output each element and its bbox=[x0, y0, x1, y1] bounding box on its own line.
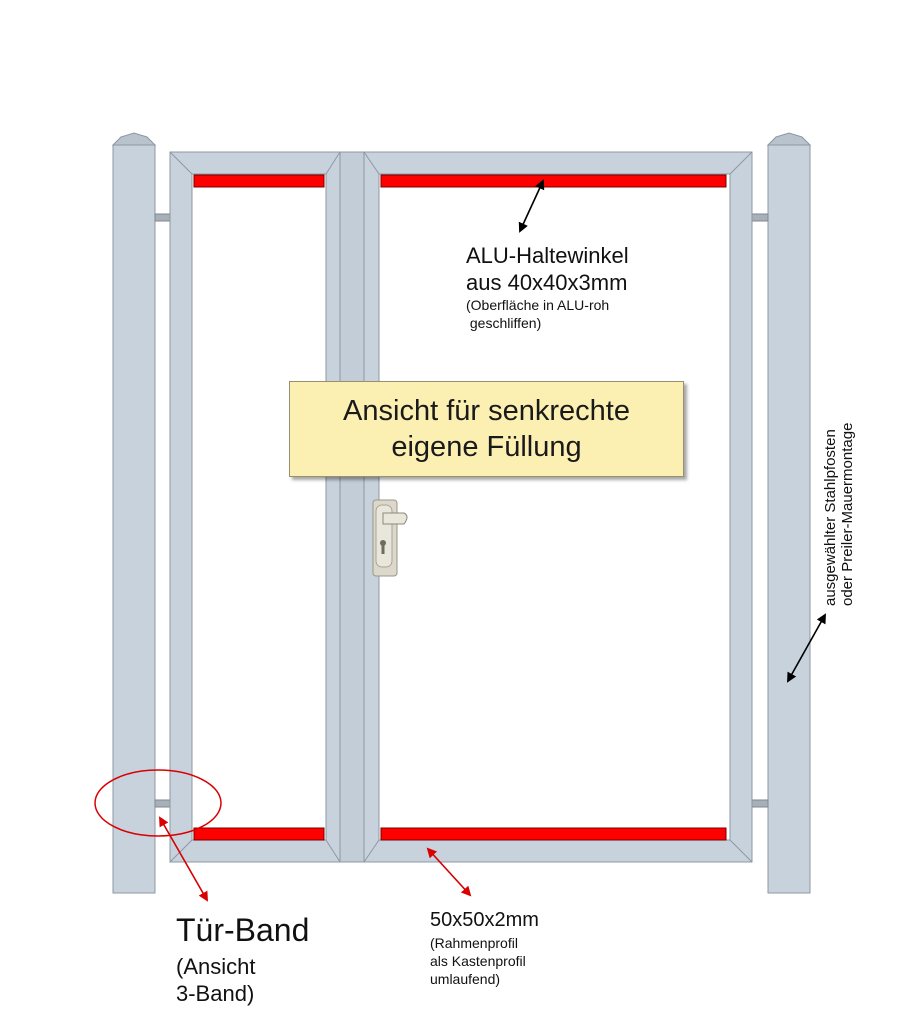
holder-label-3: (Oberfläche in ALU-roh bbox=[466, 297, 610, 313]
title-box: Ansicht für senkrechte eigene Füllung bbox=[289, 381, 684, 477]
post-label-1: ausgewählter Stahlpfosten bbox=[822, 429, 839, 606]
holder-label-1: ALU-Haltewinkel bbox=[466, 243, 629, 268]
right-leaf-frame bbox=[363, 151, 753, 863]
left-post bbox=[111, 132, 157, 894]
title-line-2: eigene Füllung bbox=[391, 431, 582, 463]
holder-arrow bbox=[518, 179, 545, 233]
hinge-label-1: Tür-Band bbox=[176, 912, 310, 948]
post-label-2: oder Preiler-Mauermontage bbox=[839, 422, 856, 606]
holder-label-2: aus 40x40x3mm bbox=[466, 270, 628, 295]
title-line-1: Ansicht für senkrechte bbox=[343, 395, 630, 427]
hinge-highlight-ellipse bbox=[94, 769, 222, 837]
hinge-label-2: (Ansicht bbox=[176, 954, 256, 979]
post-arrow bbox=[787, 613, 826, 683]
hinge-label-3: 3-Band) bbox=[176, 981, 255, 1006]
holder-bar-bottom-left bbox=[193, 827, 325, 841]
center-mullion bbox=[339, 151, 365, 863]
frame-label-4: umlaufend) bbox=[430, 971, 501, 987]
frame-label-1: 50x50x2mm bbox=[430, 909, 539, 931]
post-annotation: ausgewählter Stahlpfosten oder Preiler-M… bbox=[822, 423, 856, 606]
holder-label-4: geschliffen) bbox=[466, 315, 542, 331]
holder-bar-bottom-right bbox=[380, 827, 727, 841]
door-handle-icon bbox=[372, 499, 408, 577]
left-leaf-frame bbox=[169, 151, 341, 863]
holder-bar-top-left bbox=[193, 174, 325, 188]
right-post bbox=[766, 132, 812, 894]
frame-arrow bbox=[426, 847, 472, 897]
holder-bar-top-right bbox=[380, 174, 727, 188]
holder-bars bbox=[193, 174, 727, 841]
frame-label-2: (Rahmenprofil bbox=[430, 935, 518, 951]
hinge-pins bbox=[154, 213, 769, 808]
hinge-arrow bbox=[159, 816, 208, 902]
frame-label-3: als Kastenprofil bbox=[430, 953, 526, 969]
